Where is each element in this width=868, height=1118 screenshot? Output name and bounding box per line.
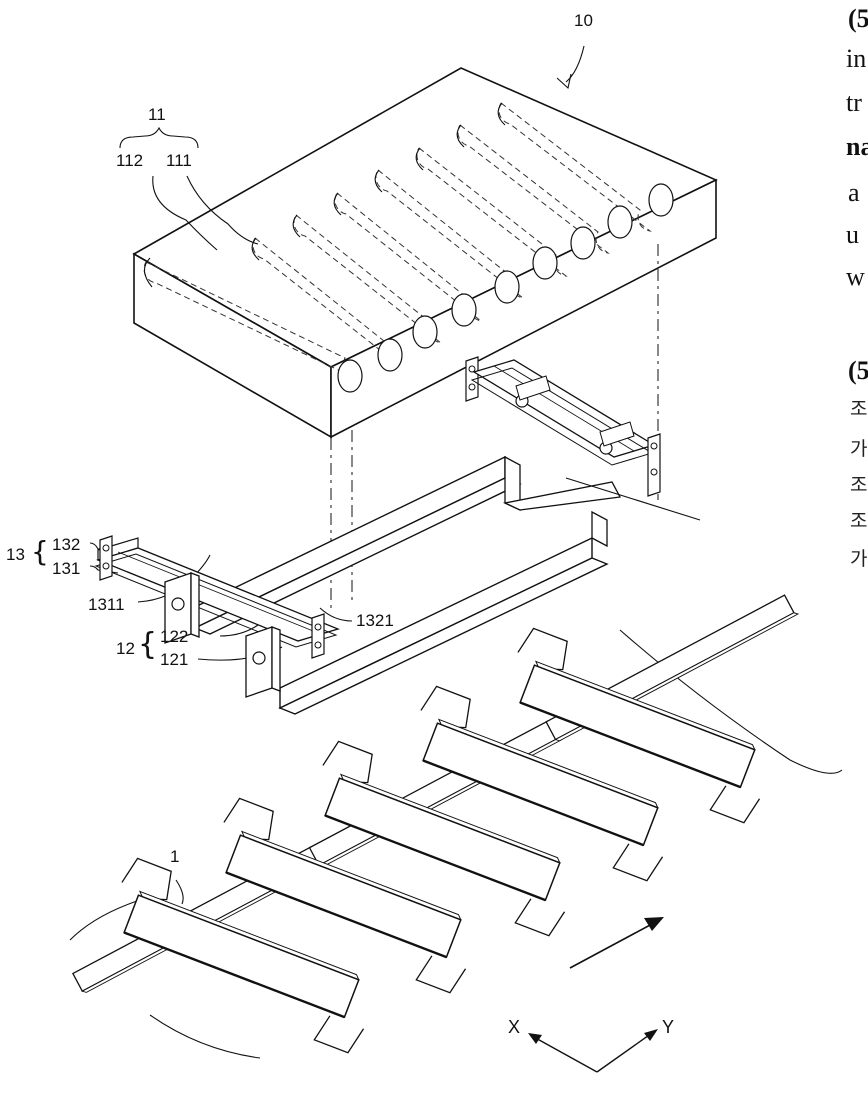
label-block: 11 bbox=[148, 106, 166, 123]
label-assembly: 10 bbox=[574, 12, 593, 29]
label-rail-hole: 1321 bbox=[356, 612, 394, 629]
label-frame-brace: { bbox=[31, 538, 49, 566]
cropped-korean-3: 조 bbox=[850, 476, 867, 495]
label-support-lower: 121 bbox=[160, 651, 188, 668]
cropped-text-line-6: u bbox=[846, 222, 859, 248]
cylinder-block bbox=[134, 68, 716, 437]
label-block-part-b: 111 bbox=[166, 152, 192, 169]
label-support-brace: { bbox=[138, 630, 157, 660]
axis-y-label: Y bbox=[662, 1018, 674, 1036]
label-cell: 1 bbox=[170, 848, 179, 865]
cropped-text-line-1: (5 bbox=[848, 6, 868, 32]
label-frame: 13 bbox=[6, 546, 25, 563]
cropped-text-line-8: (5 bbox=[848, 358, 868, 384]
axis-x-label: X bbox=[508, 1018, 520, 1036]
cropped-text-line-4: na bbox=[846, 134, 868, 160]
cell-conveyor bbox=[70, 478, 842, 1058]
cropped-text-line-5: a bbox=[848, 180, 860, 206]
axis-indicator bbox=[528, 1029, 658, 1072]
label-block-part-a: 112 bbox=[116, 152, 143, 169]
cropped-text-line-7: w bbox=[846, 264, 865, 290]
cropped-text-line-3: tr bbox=[846, 90, 862, 116]
cropped-korean-1: 조 bbox=[850, 400, 867, 419]
cropped-text-line-2: in bbox=[846, 46, 866, 72]
cropped-korean-5: 가 bbox=[850, 550, 867, 569]
label-support: 12 bbox=[116, 640, 135, 657]
cropped-korean-4: 조 bbox=[850, 512, 867, 531]
label-frame-lower: 131 bbox=[52, 560, 80, 577]
feed-direction-arrow bbox=[570, 917, 664, 968]
label-bracket-hole: 1311 bbox=[88, 596, 125, 613]
label-support-upper: 122 bbox=[160, 628, 188, 645]
label-frame-upper: 132 bbox=[52, 536, 80, 553]
cropped-korean-2: 가 bbox=[850, 440, 867, 459]
